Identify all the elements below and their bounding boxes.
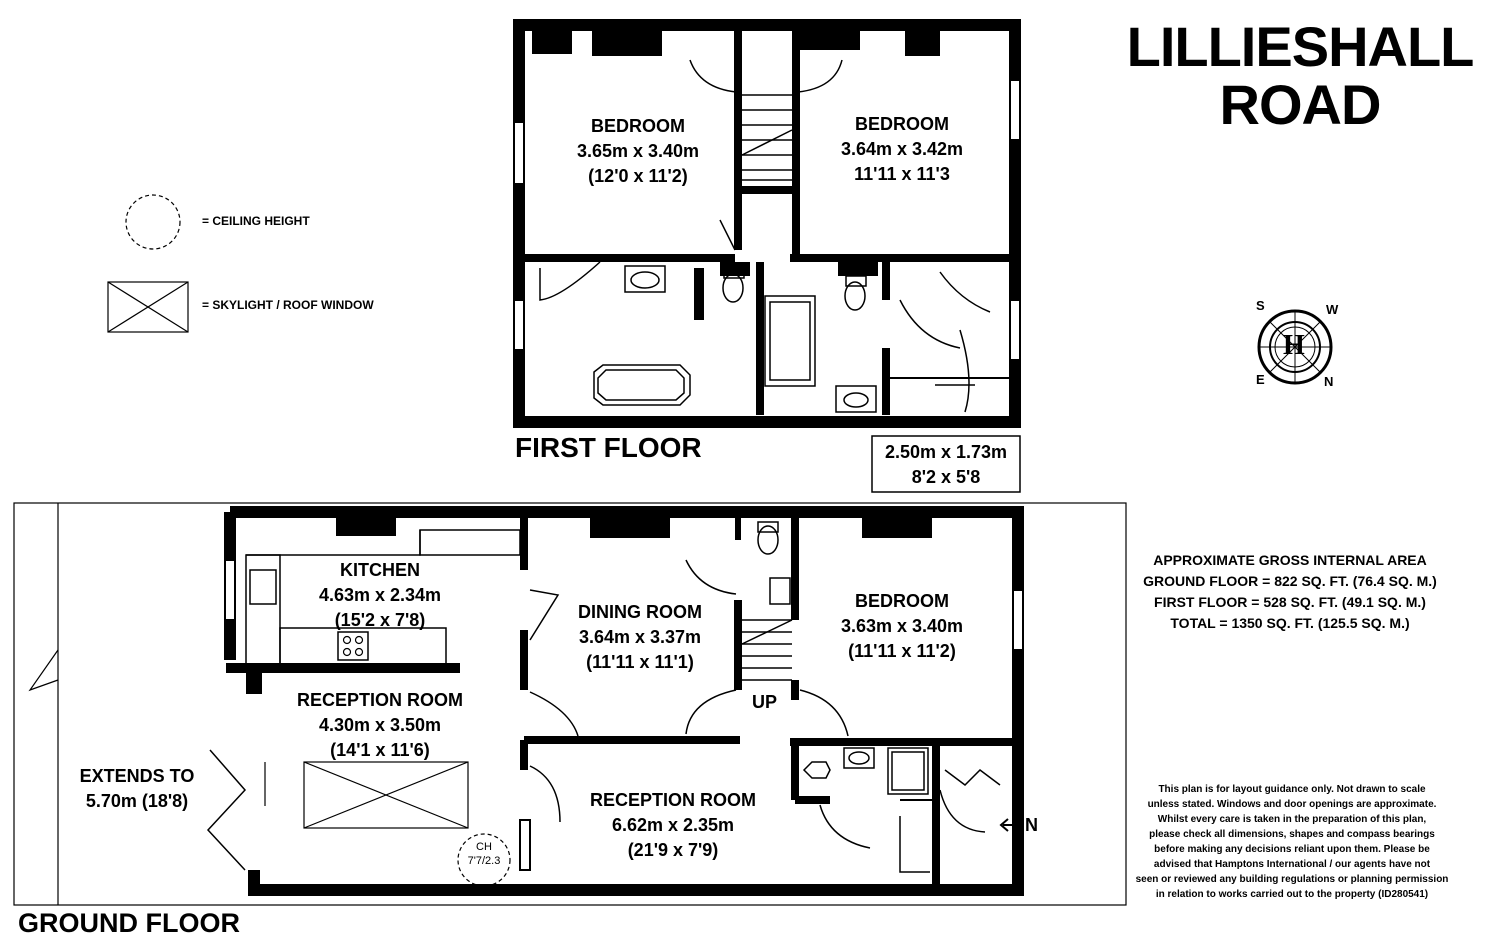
area-total: TOTAL = 1350 SQ. FT. (125.5 SQ. M.) xyxy=(1170,615,1410,631)
title-line-1: LILLIESHALL xyxy=(1126,15,1475,78)
ground-floor-label: GROUND FLOOR xyxy=(18,908,240,938)
stairs-up-label: UP xyxy=(752,692,778,712)
compass-letter-s: S xyxy=(1256,298,1265,313)
legend-ceiling-height-label: = CEILING HEIGHT xyxy=(202,214,310,228)
room-name: KITCHEN xyxy=(340,560,420,580)
room-metric: 3.63m x 3.40m xyxy=(840,616,964,636)
room-dining: DINING ROOM 3.64m x 3.37m (11'11 x 11'1) xyxy=(550,600,730,675)
room-ff-small: 2.50m x 1.73m 8'2 x 5'8 xyxy=(872,440,1020,490)
extends-measure: 5.70m (18'8) xyxy=(85,791,189,811)
disclaimer-line: advised that Hamptons International / ou… xyxy=(1153,859,1431,870)
room-imperial: (11'11 x 11'1) xyxy=(586,652,694,672)
room-imperial: (15'2 x 7'8) xyxy=(334,610,426,630)
room-ff-bedroom-left: BEDROOM 3.65m x 3.40m (12'0 x 11'2) xyxy=(548,114,728,189)
title-line-2: ROAD xyxy=(1219,73,1382,136)
disclaimer-line: please check all dimensions, shapes and … xyxy=(1149,829,1435,840)
area-heading: APPROXIMATE GROSS INTERNAL AREA xyxy=(1153,552,1427,568)
ch-label: CH xyxy=(476,841,492,853)
disclaimer-line: Whilst every care is taken in the prepar… xyxy=(1157,814,1427,825)
legend-ceiling-height-symbol xyxy=(125,194,181,250)
compass-logo xyxy=(1257,309,1333,385)
compass-letter-w: W xyxy=(1326,302,1339,317)
room-metric: 4.30m x 3.50m xyxy=(318,715,442,735)
disclaimer-line: in relation to works carried out to the … xyxy=(1155,889,1429,900)
room-imperial: (21'9 x 7'9) xyxy=(627,840,719,860)
room-metric: 3.64m x 3.42m xyxy=(840,139,964,159)
room-reception-right: RECEPTION ROOM 6.62m x 2.35m (21'9 x 7'9… xyxy=(563,788,783,863)
room-metric: 2.50m x 1.73m xyxy=(884,442,1008,462)
room-name: BEDROOM xyxy=(855,114,949,134)
property-title: LILLIESHALL ROAD xyxy=(1110,18,1490,134)
compass-letter-e: E xyxy=(1256,372,1265,387)
legend-skylight-symbol xyxy=(107,281,189,333)
room-metric: 4.63m x 2.34m xyxy=(318,585,442,605)
room-imperial: (11'11 x 11'2) xyxy=(848,641,956,661)
room-kitchen: KITCHEN 4.63m x 2.34m (15'2 x 7'8) xyxy=(290,558,470,633)
room-imperial: (14'1 x 11'6) xyxy=(330,740,430,760)
room-metric: 3.64m x 3.37m xyxy=(578,627,702,647)
ceiling-height-marker: CH 7'7/2.3 xyxy=(458,840,510,868)
ch-value: 7'7/2.3 xyxy=(467,855,501,867)
room-ff-bedroom-right: BEDROOM 3.64m x 3.42m 11'11 x 11'3 xyxy=(812,112,992,187)
room-reception-left: RECEPTION ROOM 4.30m x 3.50m (14'1 x 11'… xyxy=(270,688,490,763)
disclaimer-line: This plan is for layout guidance only. N… xyxy=(1158,784,1426,795)
room-gf-bedroom: BEDROOM 3.63m x 3.40m (11'11 x 11'2) xyxy=(812,589,992,664)
disclaimer-line: before making any decisions reliant upon… xyxy=(1154,844,1430,855)
disclaimer-line: seen or reviewed any building regulation… xyxy=(1135,874,1449,885)
room-name: BEDROOM xyxy=(591,116,685,136)
first-floor-label: FIRST FLOOR xyxy=(515,432,702,463)
gross-internal-area: APPROXIMATE GROSS INTERNAL AREA GROUND F… xyxy=(1110,550,1470,634)
room-metric: 3.65m x 3.40m xyxy=(576,141,700,161)
room-metric: 6.62m x 2.35m xyxy=(611,815,735,835)
disclaimer: This plan is for layout guidance only. N… xyxy=(1112,782,1472,902)
compass-logo-letter: H xyxy=(1283,330,1305,361)
area-ground: GROUND FLOOR = 822 SQ. FT. (76.4 SQ. M.) xyxy=(1143,573,1437,589)
disclaimer-line: unless stated. Windows and door openings… xyxy=(1147,799,1437,810)
room-imperial: 8'2 x 5'8 xyxy=(911,467,981,487)
room-imperial: (12'0 x 11'2) xyxy=(588,166,688,186)
room-imperial: 11'11 x 11'3 xyxy=(854,164,950,184)
first-floor-plan xyxy=(513,19,1021,493)
room-name: RECEPTION ROOM xyxy=(296,690,463,710)
room-name: RECEPTION ROOM xyxy=(589,790,756,810)
ground-floor-plan xyxy=(13,502,1127,906)
room-name: DINING ROOM xyxy=(578,602,702,622)
extends-label: EXTENDS TO xyxy=(79,766,195,786)
entrance-in-label: IN xyxy=(1020,815,1038,835)
area-first: FIRST FLOOR = 528 SQ. FT. (49.1 SQ. M.) xyxy=(1154,594,1426,610)
legend-skylight-label: = SKYLIGHT / ROOF WINDOW xyxy=(202,298,374,312)
room-extends: EXTENDS TO 5.70m (18'8) xyxy=(62,764,212,814)
compass-letter-n: N xyxy=(1324,374,1334,389)
room-name: BEDROOM xyxy=(855,591,949,611)
